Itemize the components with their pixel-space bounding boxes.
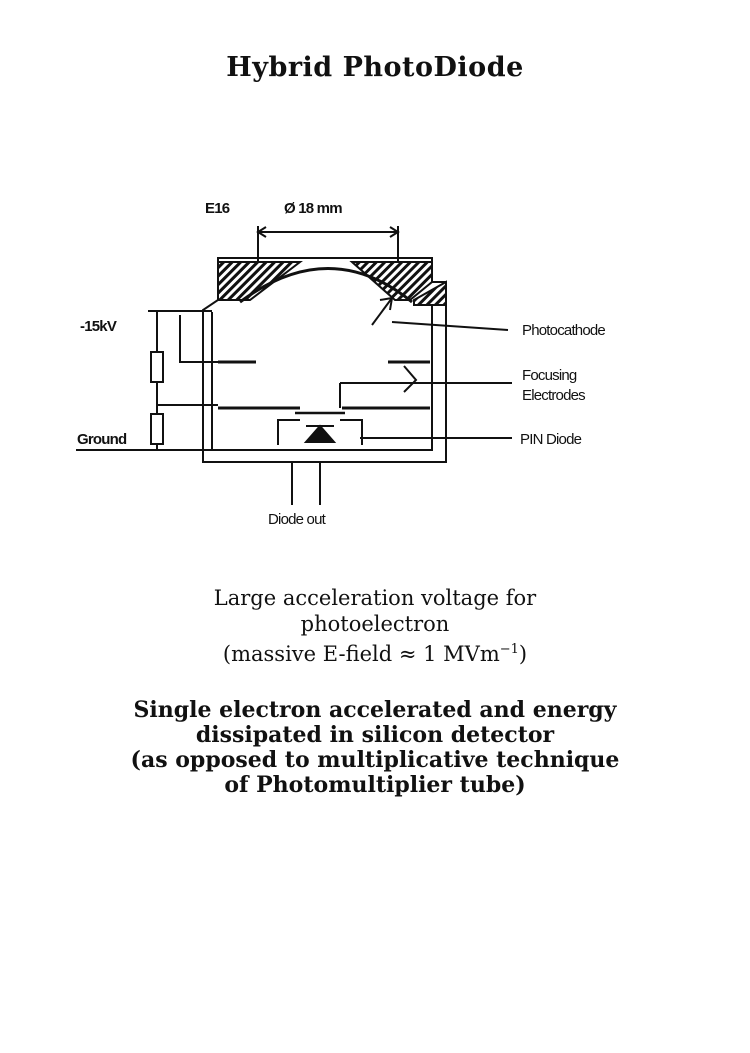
electrodes-label: Electrodes — [522, 387, 586, 404]
window-right-block — [349, 261, 433, 301]
ground-label: Ground — [77, 431, 127, 448]
diode-out-label: Diode out — [268, 511, 326, 528]
right-corner-block — [413, 280, 447, 306]
focusing-label: Focusing — [522, 367, 577, 384]
efield-close: ) — [518, 642, 528, 666]
pin-diode-label: PIN Diode — [520, 431, 582, 448]
resistor-upper — [150, 351, 164, 383]
description-paragraph: Large acceleration voltage for photoelec… — [0, 585, 750, 667]
summary-paragraph: Single electron accelerated and energy d… — [0, 698, 750, 798]
description-line-3: (massive E-field ≈ 1 MVm−1) — [0, 637, 750, 667]
diameter-label: Ø 18 mm — [284, 200, 343, 217]
resistor-lower — [150, 413, 164, 445]
summary-line-3: (as opposed to multiplicative technique — [130, 747, 620, 773]
window-left-block — [217, 261, 303, 301]
description-line-2: photoelectron — [300, 612, 450, 636]
summary-line-1: Single electron accelerated and energy — [133, 697, 617, 723]
page-title: Hybrid PhotoDiode — [226, 52, 524, 83]
efield-exponent: −1 — [499, 642, 519, 657]
summary-line-4: of Photomultiplier tube) — [224, 772, 526, 798]
summary-line-2: dissipated in silicon detector — [195, 722, 555, 748]
model-label: E16 — [205, 200, 230, 217]
photocathode-label: Photocathode — [522, 322, 606, 339]
description-line-1: Large acceleration voltage for — [213, 586, 537, 610]
photocathode-window — [239, 267, 413, 304]
pin-diode-symbol — [303, 424, 337, 443]
housing-inner — [211, 290, 433, 451]
voltage-label: -15kV — [80, 318, 117, 335]
efield-text: (massive E-field ≈ 1 MVm — [222, 642, 500, 666]
